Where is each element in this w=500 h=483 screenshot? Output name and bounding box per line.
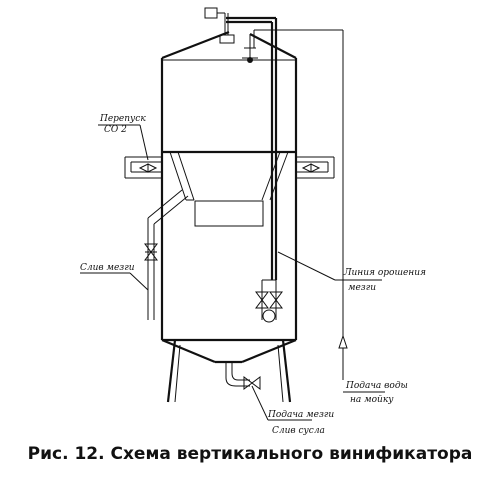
legs [166, 339, 292, 403]
label-feed-mash: Подача мезги [267, 410, 334, 420]
label-drain-waste: Слив мезги [80, 263, 135, 273]
leader-lines [80, 124, 385, 421]
figure-caption: Рис. 12. Схема вертикального винификатор… [27, 444, 473, 464]
label-co2-line2: СО 2 [104, 125, 127, 135]
co2-bypass-right [296, 156, 335, 179]
vinificator-diagram: Перепуск СО 2 Слив мезги Линия орошения … [80, 7, 426, 436]
label-circulation-line1: Линия орошения [343, 268, 426, 278]
top-drive-assembly [204, 7, 276, 63]
mash-drain-pipe [144, 189, 189, 320]
label-drain-must: Слив сусла [272, 426, 325, 436]
label-co2-line1: Перепуск [99, 114, 146, 124]
label-water-line1: Подача воды [345, 381, 408, 391]
co2-bypass-left [124, 156, 162, 179]
label-circulation-line2: мезги [348, 283, 376, 293]
tank-body [160, 30, 298, 342]
cone-bottom [161, 338, 297, 364]
water-supply-line [253, 29, 348, 380]
bottom-drain [225, 362, 261, 390]
inner-screen [194, 200, 264, 227]
label-water-line2: на мойку [350, 395, 394, 405]
circulation-pipe [255, 18, 283, 323]
